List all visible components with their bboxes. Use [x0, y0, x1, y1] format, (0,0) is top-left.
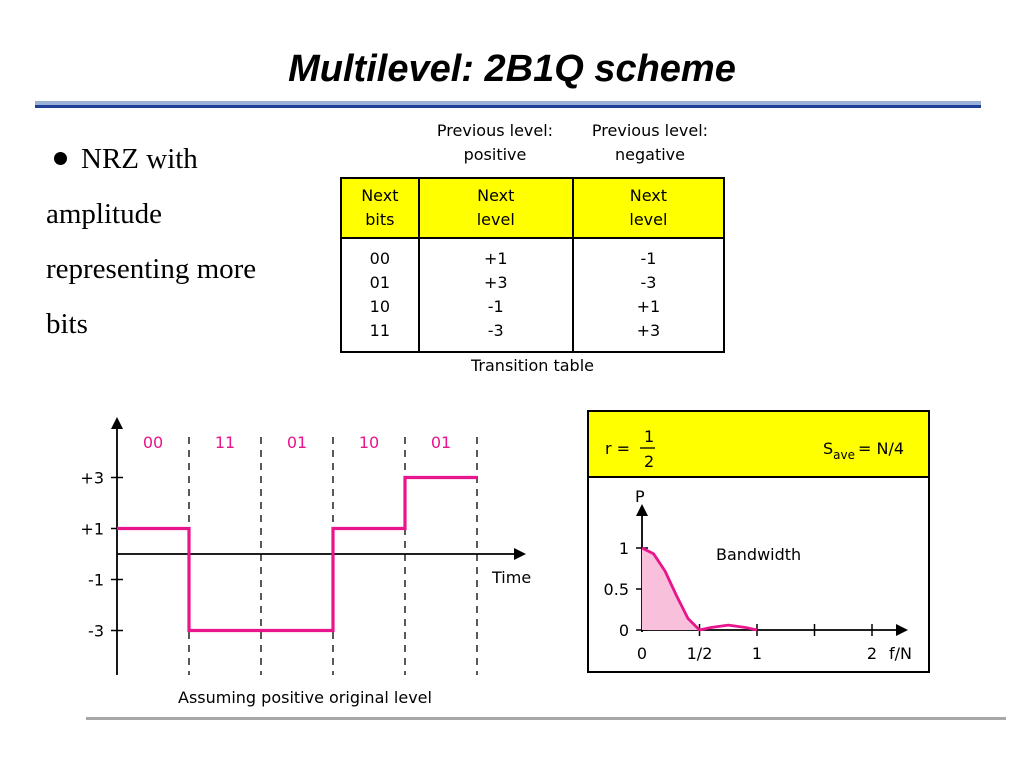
x-tick-label: 2 — [867, 644, 877, 663]
spectrum-chart: r = 1 2 Save= N/4 P f/N Bandwidth 0 1/2 1 2… — [604, 427, 912, 663]
previous-negative-header: Previous level: negative — [575, 119, 725, 167]
y-tick-label: 0.5 — [604, 580, 629, 599]
s-ave-value: = N/4 — [858, 439, 904, 458]
y-tick-label: +3 — [80, 469, 104, 488]
bit-group-label: 01 — [431, 433, 451, 452]
previous-negative-line1: Previous level: — [591, 121, 709, 140]
table-cell: 11 — [369, 321, 391, 340]
main-lobe-area — [642, 548, 700, 630]
p-axis-label: P — [635, 487, 645, 506]
bandwidth-annotation: Bandwidth — [716, 545, 801, 564]
bits-cell: 00 01 10 11 — [340, 237, 420, 353]
table-cell: -1 — [640, 249, 657, 268]
previous-positive-line2: positive — [463, 145, 527, 164]
spectrum-panel-header — [589, 412, 928, 478]
footer-rule — [86, 717, 1006, 720]
s-ave-label: Save= N/4 — [823, 439, 904, 462]
bullet-line-1: NRZ with — [81, 143, 198, 175]
power-spectrum-curve — [641, 546, 758, 632]
y-tick-label: -3 — [88, 622, 104, 641]
bullet-line-4: bits — [46, 308, 88, 340]
bullet-text: NRZ with amplitude representing more bit… — [46, 132, 316, 352]
header-text: bits — [365, 210, 395, 229]
table-body-row: 00 01 10 11 +1 +3 -1 -3 -1 -3 +1 +3 — [340, 237, 726, 353]
title-rule-light — [35, 101, 981, 105]
previous-positive-line1: Previous level: — [436, 121, 554, 140]
header-text: Next — [629, 186, 668, 205]
header-text: level — [629, 210, 668, 229]
table-cell: 10 — [369, 297, 391, 316]
table-cell: +1 — [636, 297, 661, 316]
positive-level-cell: +1 +3 -1 -3 — [417, 237, 574, 353]
time-axis-label: Time — [491, 568, 531, 587]
table-cell: +1 — [483, 249, 508, 268]
bit-group-label: 01 — [287, 433, 307, 452]
header-text: level — [476, 210, 515, 229]
waveform-caption: Assuming positive original level — [178, 688, 432, 707]
column-header-next-level-negative: Next level — [571, 177, 726, 239]
negative-level-cell: -1 -3 +1 +3 — [571, 237, 726, 353]
y-tick-label: +1 — [80, 520, 104, 539]
title-rule-dark — [35, 105, 981, 108]
signal-line — [117, 475, 477, 633]
x-tick-label: 1 — [752, 644, 762, 663]
y-tick-label: 0 — [619, 621, 629, 640]
bullet-line-2: amplitude — [46, 198, 162, 230]
transition-table-caption: Transition table — [471, 356, 594, 375]
signal-waveform-chart: +3 +1 -1 -3 00 11 01 10 01 Time Assuming positi… — [80, 417, 531, 707]
spectrum-panel: r = 1 2 Save= N/4 P f/N Bandwidth 0 1/2 1 2… — [587, 410, 930, 673]
y-tick-label: -1 — [88, 571, 104, 590]
table-cell: -3 — [640, 273, 657, 292]
table-cell: 01 — [369, 273, 391, 292]
table-cell: +3 — [636, 321, 661, 340]
rate-numerator: 1 — [644, 427, 654, 446]
bit-group-label: 10 — [359, 433, 379, 452]
previous-negative-line2: negative — [615, 145, 685, 164]
f-axis-label: f/N — [889, 644, 912, 663]
s-ave-symbol: S — [823, 439, 833, 458]
bit-group-label: 11 — [215, 433, 235, 452]
previous-positive-header: Previous level: positive — [420, 119, 570, 167]
rate-denominator: 2 — [644, 452, 654, 471]
table-cell: +3 — [483, 273, 508, 292]
header-text: Next — [361, 186, 399, 205]
slide-title: Multilevel: 2B1Q scheme — [288, 48, 736, 90]
table-cell: -1 — [487, 297, 504, 316]
x-tick-label: 1/2 — [687, 644, 713, 663]
transition-table: Next bits Next level Next level 00 01 10 11 +1… — [340, 177, 726, 353]
bullet-dot-icon — [54, 152, 67, 166]
bit-group-label: 00 — [143, 433, 163, 452]
column-header-next-level-positive: Next level — [417, 177, 574, 239]
rate-prefix: r = — [605, 439, 630, 458]
table-header-row: Next bits Next level Next level — [340, 177, 726, 239]
table-cell: 00 — [369, 249, 391, 268]
x-tick-label: 0 — [637, 644, 647, 663]
s-ave-subscript: ave — [833, 448, 855, 462]
table-cell: -3 — [487, 321, 504, 340]
header-text: Next — [477, 186, 515, 205]
bullet-line: NRZ with — [46, 132, 316, 187]
bullet-line-3: representing more — [46, 253, 257, 285]
y-tick-label: 1 — [619, 539, 629, 558]
column-header-next-bits: Next bits — [340, 177, 420, 239]
